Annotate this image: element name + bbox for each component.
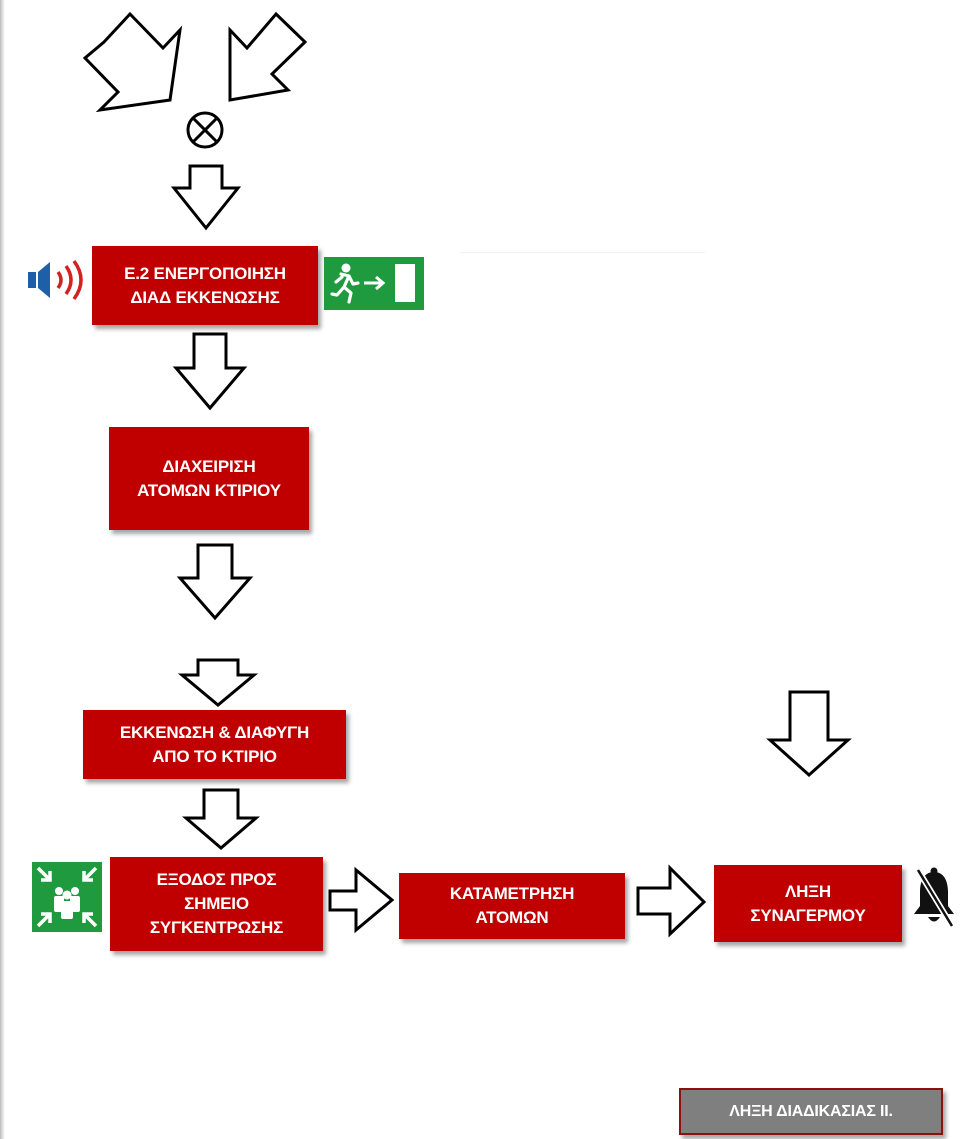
down-arrow-5 <box>181 788 261 850</box>
down-arrow-3 <box>176 543 254 621</box>
faint-divider-line <box>460 252 705 253</box>
step-manage-people: ΔΙΑΧΕΙΡΙΣΗ ΑΤΟΜΩΝ ΚΤΙΡΙΟΥ <box>109 427 309 530</box>
step-exit-to-assembly: ΕΞΟΔΟΣ ΠΡΟΣ ΣΗΜΕΙΟ ΣΥΓΚΕΝΤΡΩΣΗΣ <box>110 857 323 951</box>
down-arrow-4 <box>177 658 259 707</box>
page-left-edge <box>0 0 5 1139</box>
emergency-exit-sign-icon <box>324 257 424 310</box>
step-procedure-end: ΛΗΞΗ ΔΙΑΔΙΚΑΣΙΑΣ ΙΙ. <box>679 1088 943 1135</box>
down-arrow-6 <box>766 690 852 778</box>
bell-muted-icon <box>914 867 955 928</box>
step-evacuation: ΕΚΚΕΝΩΣΗ & ΔΙΑΦΥΓΗ ΑΠΟ ΤΟ ΚΤΙΡΙΟ <box>83 710 346 779</box>
right-arrow-1 <box>328 866 395 934</box>
assembly-point-sign-icon <box>32 862 102 932</box>
down-arrow-2 <box>172 332 248 411</box>
step-headcount: ΚΑΤΑΜΕΤΡΗΣΗ ΑΤΟΜΩΝ <box>399 873 625 939</box>
top-right-diagonal-arrow <box>228 11 308 102</box>
down-arrow-1 <box>170 164 242 231</box>
speaker-alarm-icon <box>28 259 83 301</box>
top-left-diagonal-arrow <box>82 11 183 113</box>
step-activation: Ε.2 ΕΝΕΡΓΟΠΟΙΗΣΗ ΔΙΑΔ ΕΚΚΕΝΩΣΗΣ <box>92 246 318 325</box>
step-alarm-end: ΛΗΞΗ ΣΥΝΑΓΕΡΜΟΥ <box>714 865 902 942</box>
right-arrow-2 <box>636 864 707 938</box>
circled-x-symbol <box>186 111 224 149</box>
